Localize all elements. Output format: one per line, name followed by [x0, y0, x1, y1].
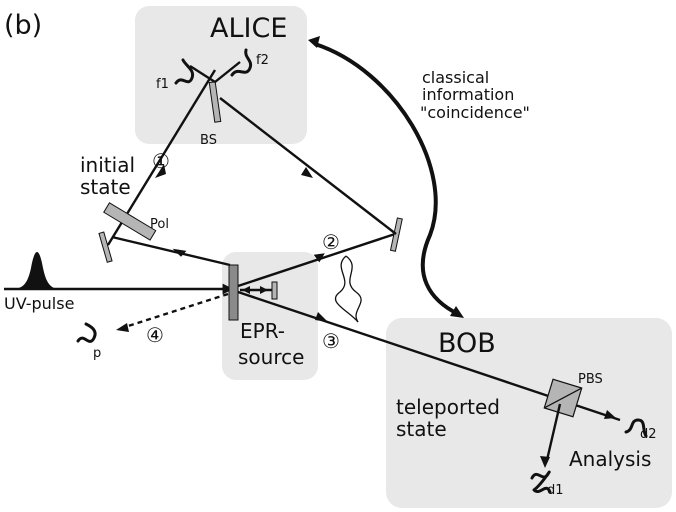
- beam-arrow-to-d1: [540, 456, 550, 468]
- beam-epr-to-p: [124, 292, 229, 329]
- pump-retro-mirror: [271, 281, 278, 300]
- pbs-label: PBS: [578, 372, 603, 387]
- classical-info-line1: classical: [422, 68, 489, 87]
- epr-source-title-line1: EPR-: [240, 319, 285, 343]
- beam-arrow-to-p: [116, 323, 129, 332]
- analysis-label: Analysis: [569, 447, 651, 471]
- bob-title: BOB: [438, 328, 496, 359]
- mode-2-label: ②: [322, 230, 340, 254]
- teleported-state-label-line1: teleported: [396, 395, 500, 419]
- pump-retro-arrow-right: [260, 286, 268, 294]
- detector-p-label: p: [93, 346, 101, 361]
- alice-box: [135, 6, 307, 144]
- panel-label: (b): [4, 10, 42, 41]
- detector-f1-icon: [174, 58, 195, 85]
- alice-title: ALICE: [210, 13, 287, 44]
- uv-pulse-waveform: [10, 252, 60, 289]
- bs-label: BS: [200, 133, 217, 148]
- epr-crystal: [228, 264, 239, 321]
- teleported-state-label-line2: state: [396, 417, 447, 441]
- polarizer: [103, 202, 157, 241]
- beam-pbs-to-d1: [545, 403, 562, 461]
- detector-d1-label: d1: [547, 483, 564, 498]
- alice-beam-splitter: [208, 81, 222, 123]
- beam-arrow-to-d2: [604, 410, 616, 419]
- entanglement-wave-1: [345, 255, 362, 323]
- beam-arrow-to-left: [172, 248, 187, 257]
- polarizer-label: Pol: [150, 217, 169, 232]
- right-mirror: [389, 217, 403, 252]
- bs-output-to-f1: [189, 64, 216, 84]
- detector-f2-icon: [230, 48, 253, 77]
- initial-state-label-line1: initial: [80, 153, 135, 177]
- mode-3-label: ③: [322, 329, 340, 353]
- classical-info-arrow: [314, 42, 459, 316]
- beam-arrow-mode3: [315, 312, 328, 322]
- beam-epr-to-right-mirror: [237, 232, 396, 288]
- polarizing-beam-splitter: [543, 378, 583, 418]
- beam-arrow-mode1: [155, 164, 166, 178]
- epr-source-title-line2: source: [238, 345, 304, 369]
- detector-d2-label: d2: [640, 427, 657, 442]
- beam-right-mirror-to-bs: [219, 97, 397, 235]
- beam-arrow-to-bs: [301, 167, 313, 178]
- detector-f1-label: f1: [156, 77, 169, 92]
- entanglement-wave-2: [334, 255, 359, 323]
- classical-info-arrow-tail: [308, 36, 320, 48]
- bs-output-to-f2: [214, 61, 241, 83]
- classical-info-line2: information: [422, 85, 514, 104]
- uv-pulse-label: UV-pulse: [4, 294, 74, 313]
- detector-f2-label: f2: [256, 53, 269, 68]
- detector-p-icon: [76, 322, 97, 343]
- classical-info-arrow-head: [450, 306, 464, 318]
- mode-1-label: ①: [152, 149, 170, 173]
- beam-epr-to-left-mirror: [111, 235, 231, 267]
- classical-info-line3: "coincidence": [420, 103, 530, 122]
- detector-d1-icon: [530, 470, 552, 494]
- detector-d2-icon: [624, 418, 648, 438]
- beam-arrow-mode2: [313, 253, 325, 263]
- pump-retro-arrow-left: [242, 286, 250, 294]
- left-mirror: [98, 231, 113, 263]
- mode-4-label: ④: [146, 323, 164, 347]
- initial-state-label-line2: state: [80, 175, 131, 199]
